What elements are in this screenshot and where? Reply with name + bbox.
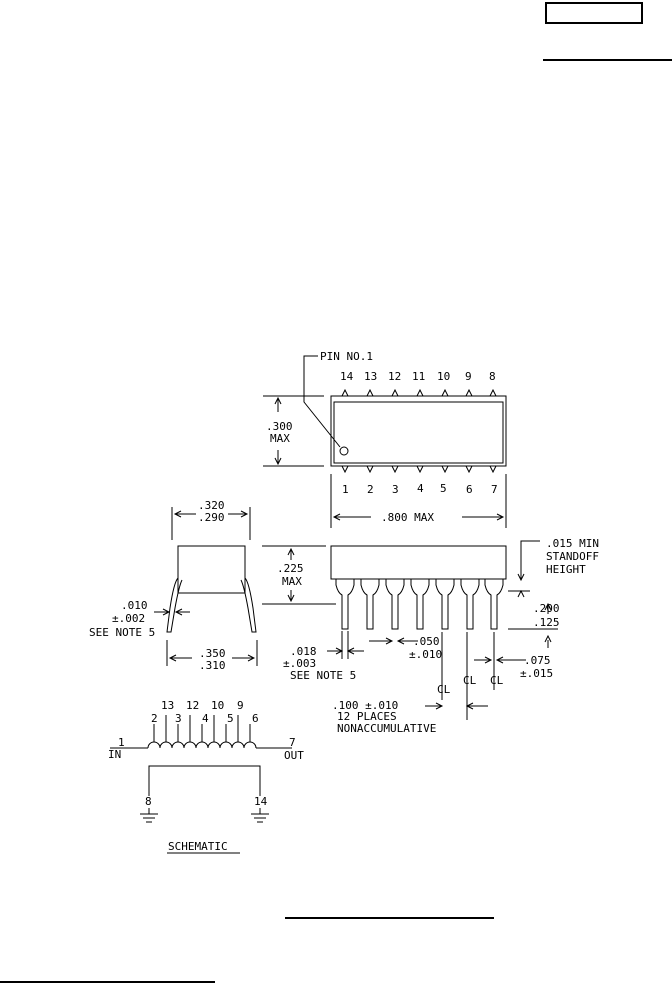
package-inner-top bbox=[333, 401, 504, 464]
top-pin-14: 14 bbox=[340, 370, 354, 383]
tap-4: 4 bbox=[202, 712, 209, 725]
pitch-2: 12 PLACES bbox=[337, 710, 397, 723]
ground-icon-left bbox=[140, 808, 158, 823]
tap-5: 5 bbox=[227, 712, 234, 725]
gnd-pin-8: 8 bbox=[145, 795, 152, 808]
in-label: IN bbox=[108, 748, 121, 761]
header-box bbox=[545, 2, 643, 24]
schematic-title: SCHEMATIC bbox=[168, 840, 228, 853]
gnd-pin-14: 14 bbox=[254, 795, 268, 808]
package-outline-top bbox=[330, 395, 507, 467]
see-note-5-a: SEE NOTE 5 bbox=[89, 626, 155, 639]
tap-10: 10 bbox=[211, 699, 224, 712]
dim-800-max: .800 MAX bbox=[381, 511, 434, 524]
dim-225-max: MAX bbox=[282, 575, 302, 588]
dim-300: .300 bbox=[266, 420, 293, 433]
tap-9: 9 bbox=[237, 699, 244, 712]
out-pin-number: 7 bbox=[289, 736, 296, 749]
dim-310: .310 bbox=[199, 659, 226, 672]
dim-225: .225 bbox=[277, 562, 304, 575]
see-note-5-b: SEE NOTE 5 bbox=[290, 669, 356, 682]
dim-050: .050 bbox=[413, 635, 440, 648]
pin-one-label: PIN NO.1 bbox=[320, 350, 373, 363]
top-pin-8: 8 bbox=[489, 370, 496, 383]
in-pin-number: 1 bbox=[118, 736, 125, 749]
tap-13: 13 bbox=[161, 699, 174, 712]
dim-075-tol: ±.015 bbox=[520, 667, 553, 680]
top-pin-10: 10 bbox=[437, 370, 450, 383]
standoff-2: STANDOFF bbox=[546, 550, 599, 563]
pin-one-leader bbox=[303, 355, 341, 448]
dim-350: .350 bbox=[199, 647, 226, 660]
dim-010: .010 bbox=[121, 599, 148, 612]
dim-290: .290 bbox=[198, 511, 225, 524]
dim-075: .075 bbox=[524, 654, 551, 667]
pitch-3: NONACCUMULATIVE bbox=[337, 722, 436, 735]
bottom-pin-7: 7 bbox=[491, 483, 498, 496]
tap-12: 12 bbox=[186, 699, 199, 712]
dim-125: .125 bbox=[533, 616, 560, 629]
package-outline-end bbox=[177, 545, 246, 594]
standoff-3: HEIGHT bbox=[546, 563, 586, 576]
out-label: OUT bbox=[284, 749, 304, 762]
dim-320: .320 bbox=[198, 499, 225, 512]
dim-200: .200 bbox=[533, 602, 560, 615]
top-view: PIN NO.1 14 13 12 11 10 9 8 1 2 3 4 5 6 … bbox=[263, 350, 507, 528]
top-pin-13: 13 bbox=[364, 370, 377, 383]
bottom-pin-6: 6 bbox=[466, 483, 473, 496]
top-pin-11: 11 bbox=[412, 370, 425, 383]
pitch-1: .100 ±.010 bbox=[332, 699, 398, 712]
bottom-pin-3: 3 bbox=[392, 483, 399, 496]
pin-one-dot bbox=[339, 446, 349, 456]
schematic: 2 3 4 5 6 13 12 10 9 1 IN 7 OUT 8 14 SCH… bbox=[108, 699, 304, 854]
delay-line-coil bbox=[147, 741, 257, 749]
dim-018: .018 bbox=[290, 645, 317, 658]
top-pin-12: 12 bbox=[388, 370, 401, 383]
tap-3: 3 bbox=[175, 712, 182, 725]
top-pin-9: 9 bbox=[465, 370, 472, 383]
cl-1: CL bbox=[437, 683, 451, 696]
cl-3: CL bbox=[490, 674, 504, 687]
dim-010-tol: ±.002 bbox=[112, 612, 145, 625]
dim-018-tol: ±.003 bbox=[283, 657, 316, 670]
tap-2: 2 bbox=[151, 712, 158, 725]
dim-300-max: MAX bbox=[270, 432, 290, 445]
standoff-1: .015 MIN bbox=[546, 537, 599, 550]
bottom-pin-1: 1 bbox=[342, 483, 349, 496]
dim-050-tol: ±.010 bbox=[409, 648, 442, 661]
bottom-pin-4: 4 bbox=[417, 482, 424, 495]
side-view: .225 MAX .015 MIN STANDOFF HEIGHT .200 .… bbox=[262, 537, 599, 735]
end-view: .320 .290 .010 ±.002 SEE NOTE 5 .350 .31… bbox=[89, 499, 258, 672]
bottom-pin-5: 5 bbox=[440, 482, 447, 495]
package-outline-side bbox=[330, 545, 507, 580]
tap-6: 6 bbox=[252, 712, 259, 725]
ground-icon-right bbox=[251, 808, 269, 823]
cl-2: CL bbox=[463, 674, 477, 687]
bottom-pin-2: 2 bbox=[367, 483, 374, 496]
